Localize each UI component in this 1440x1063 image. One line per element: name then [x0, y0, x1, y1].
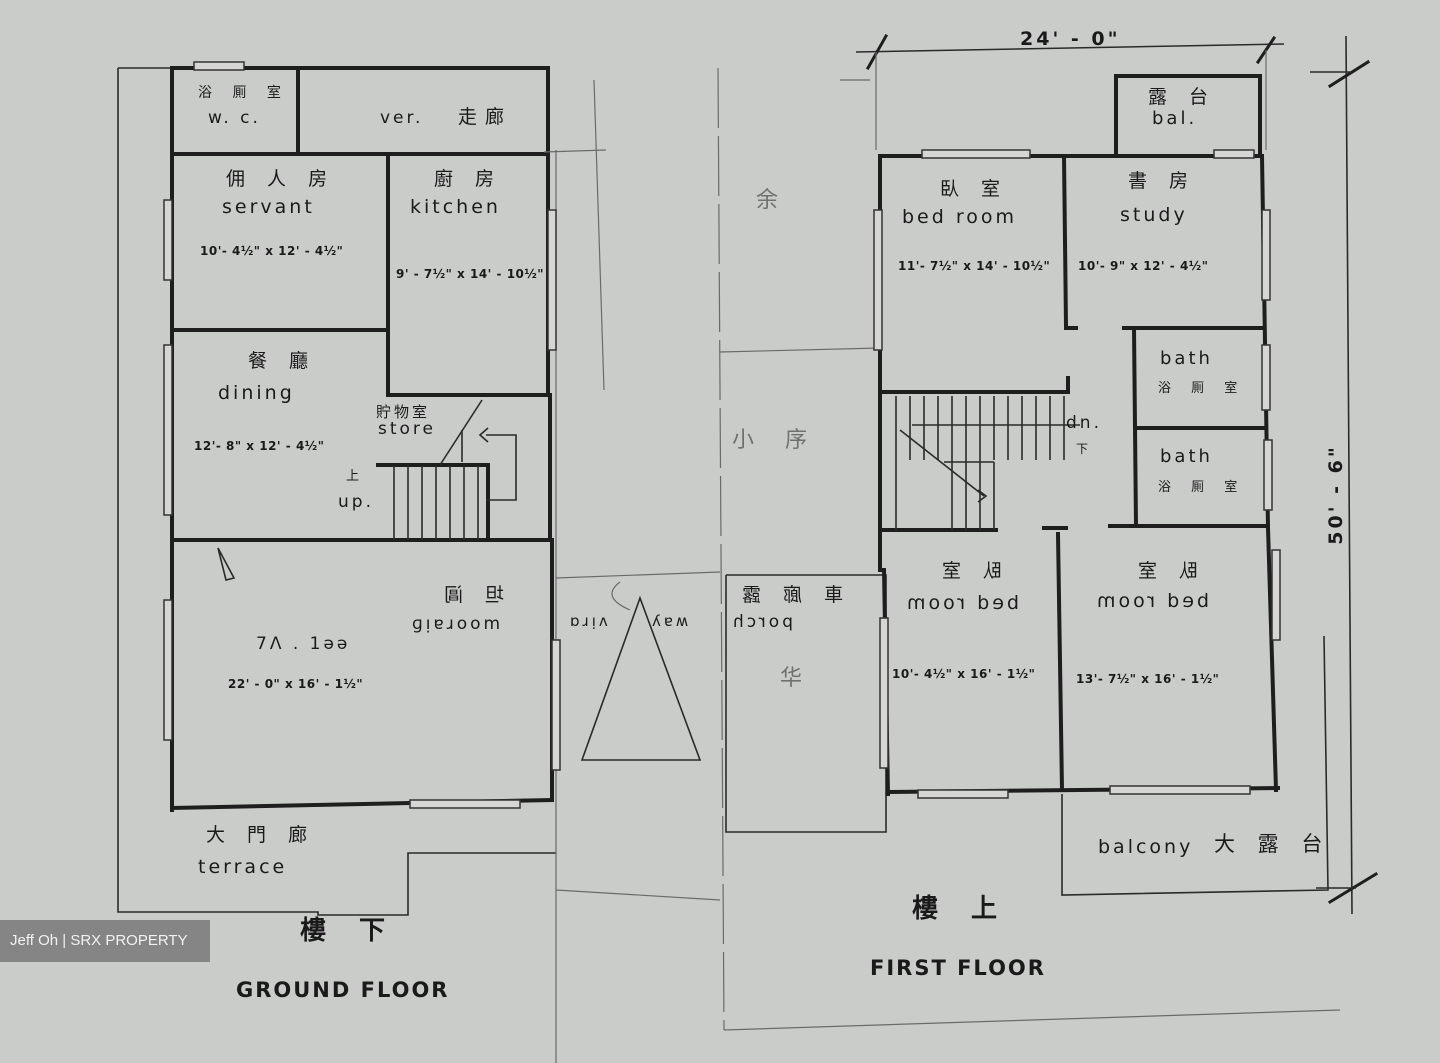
- dining-dimensions: 12'- 8" x 12' - 4½": [194, 439, 325, 453]
- kitchen-dimensions: 9' - 7½" x 14' - 10½": [396, 267, 545, 281]
- dining-label-zh: 餐 廳: [248, 350, 317, 372]
- terrace-label-zh: 大 門 廊: [206, 824, 316, 846]
- dining-label-en: dining: [218, 382, 295, 404]
- terrace-label-en: terrace: [198, 856, 288, 878]
- bath1-label-en: bath: [1160, 348, 1213, 369]
- bedroom2-dimensions: 10'- 4½" x 16' - 1½": [892, 667, 1036, 681]
- servant-label-zh: 佣 人 房: [226, 168, 336, 190]
- driveway-label-right: ʎɐʍ: [652, 612, 692, 630]
- wc-label-zh: 浴 厠 室: [198, 85, 289, 101]
- kitchen-label-en: kitchen: [410, 196, 501, 218]
- overall-depth-dimension: 50' - 6": [1324, 444, 1347, 545]
- living-label-zh: 坦 阊: [436, 584, 505, 606]
- driveway-label-left: ɒɹᴉʌ: [570, 612, 611, 630]
- bedroom3-label-zh: 臥 室: [1130, 560, 1199, 582]
- balcony-label-zh: 大 露 台: [1214, 832, 1331, 856]
- stair-up-label-zh: 上: [346, 469, 368, 484]
- pencil-note-3: 华: [780, 666, 806, 691]
- living-dimensions: 22' - 0" x 16' - 1½": [228, 677, 364, 691]
- verandah-label-en: ver.: [380, 108, 424, 128]
- bedroom3-dimensions: 13'- 7½" x 16' - 1½": [1076, 672, 1220, 686]
- store-label-zh: 貯物室: [376, 403, 431, 421]
- bedroom2-label-en: bed room: [904, 592, 1020, 614]
- pencil-note-1: 余: [756, 188, 782, 213]
- overall-width-dimension: 24' - 0": [1020, 28, 1121, 50]
- ground-floor-title-en: GROUND FLOOR: [236, 978, 450, 1002]
- verandah-label-zh: 走廊: [458, 106, 513, 128]
- bath2-label-zh: 浴 厠 室: [1158, 480, 1246, 495]
- servant-dimensions: 10'- 4½" x 12' - 4½": [200, 244, 344, 258]
- first-floor-title-zh: 樓 上: [912, 894, 1010, 924]
- stair-down-label-zh: 下: [1076, 442, 1097, 456]
- ground-floor-walls: [117, 61, 721, 1063]
- balcony-label-en: balcony: [1098, 836, 1194, 858]
- servant-label-en: servant: [222, 196, 315, 218]
- bedroom1-label-en: bed room: [902, 206, 1018, 228]
- bal-top-label-zh: 露 台: [1148, 86, 1217, 108]
- living-label-en: ɡᴉɐɹoom: [412, 614, 504, 634]
- porch-label-zh: 車 廊 露: [734, 584, 844, 606]
- ground-floor-title-zh: 樓 下: [300, 916, 398, 946]
- study-label-en: study: [1120, 204, 1188, 226]
- bedroom1-label-zh: 臥 室: [940, 178, 1009, 200]
- stair-up-label-en: up.: [338, 492, 374, 512]
- porch-label-en: porch: [730, 612, 793, 632]
- kitchen-label-zh: 廚 房: [434, 168, 503, 190]
- living-label-mirror: 7ꓥ . 1ǝǝ: [256, 634, 351, 654]
- bedroom1-dimensions: 11'- 7½" x 14' - 10½": [898, 259, 1051, 273]
- bath2-label-en: bath: [1160, 446, 1213, 467]
- bal-top-label-en: bal.: [1152, 108, 1198, 129]
- watermark-credit: Jeff Oh | SRX PROPERTY: [0, 920, 210, 962]
- store-label-en: store: [378, 419, 436, 439]
- wc-label-en: w. c.: [208, 108, 261, 128]
- study-dimensions: 10'- 9" x 12' - 4½": [1078, 259, 1209, 273]
- bath1-label-zh: 浴 厠 室: [1158, 381, 1246, 396]
- pencil-note-2: 小 序: [732, 428, 819, 453]
- study-label-zh: 書 房: [1128, 170, 1197, 192]
- bedroom2-label-zh: 臥 室: [934, 560, 1003, 582]
- stair-down-label-en: dn.: [1066, 413, 1102, 433]
- first-floor-walls: [717, 33, 1379, 1031]
- bedroom3-label-en: bed room: [1094, 590, 1210, 612]
- first-floor-title-en: FIRST FLOOR: [870, 956, 1046, 980]
